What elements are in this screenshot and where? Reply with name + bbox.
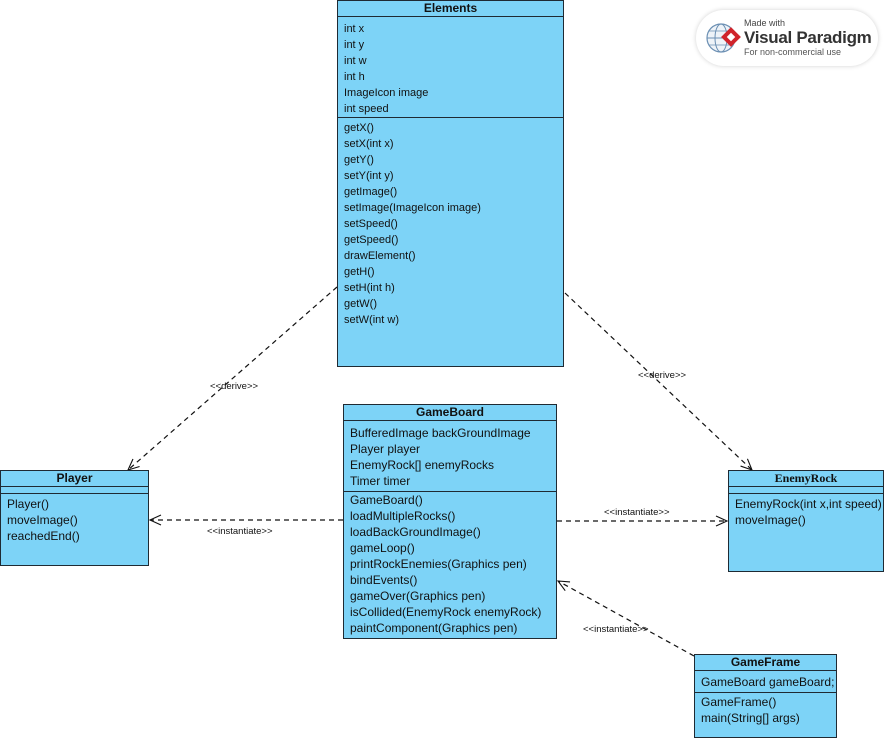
visual-paradigm-watermark: Made with Visual Paradigm For non-commer… bbox=[696, 10, 878, 66]
class-gameboard[interactable]: GameBoard BufferedImage backGroundImage … bbox=[343, 404, 557, 639]
method: GameFrame() bbox=[701, 695, 777, 709]
method: setW(int w) bbox=[344, 314, 399, 326]
attributes-player bbox=[1, 487, 148, 494]
attributes-enemyrock bbox=[729, 487, 883, 494]
label-instantiate-player: <<instantiate>> bbox=[207, 526, 273, 537]
class-title-gameframe: GameFrame bbox=[695, 655, 836, 671]
attributes-gameboard: BufferedImage backGroundImage Player pla… bbox=[344, 421, 556, 492]
method: EnemyRock(int x,int speed) bbox=[735, 497, 882, 511]
watermark-made-with: Made with bbox=[744, 18, 786, 28]
edge-elements-enemyrock bbox=[564, 292, 753, 471]
label-derive-enemyrock: <<derive>> bbox=[638, 370, 687, 381]
method: getW() bbox=[344, 298, 377, 310]
method: getH() bbox=[344, 266, 375, 278]
methods-player: Player() moveImage() reachedEnd() bbox=[1, 494, 148, 544]
class-title-elements: Elements bbox=[338, 1, 563, 17]
attribute: int y bbox=[344, 39, 365, 51]
attribute: GameBoard gameBoard; bbox=[701, 675, 835, 689]
label-derive-player: <<derive>> bbox=[210, 381, 259, 392]
attributes-gameframe: GameBoard gameBoard; bbox=[695, 671, 836, 693]
class-enemyrock[interactable]: EnemyRock EnemyRock(int x,int speed) mov… bbox=[728, 470, 884, 572]
watermark-brand: Visual Paradigm bbox=[744, 28, 872, 47]
class-title-enemyrock: EnemyRock bbox=[729, 471, 883, 487]
method: getX() bbox=[344, 122, 374, 134]
attribute: int x bbox=[344, 23, 365, 35]
attribute: ImageIcon image bbox=[344, 87, 429, 99]
attribute: EnemyRock[] enemyRocks bbox=[350, 458, 495, 472]
method: Player() bbox=[7, 497, 50, 511]
method: setH(int h) bbox=[344, 282, 395, 294]
method: loadMultipleRocks() bbox=[350, 509, 456, 523]
label-instantiate-gameboard: <<instantiate>> bbox=[583, 624, 649, 635]
method: setSpeed() bbox=[344, 218, 398, 230]
visual-paradigm-logo-icon bbox=[706, 23, 741, 53]
attribute: BufferedImage backGroundImage bbox=[350, 426, 531, 440]
method: gameOver(Graphics pen) bbox=[350, 589, 486, 603]
attribute: int w bbox=[344, 55, 367, 67]
attribute: int speed bbox=[344, 103, 389, 115]
method: paintComponent(Graphics pen) bbox=[350, 621, 518, 635]
method: setImage(ImageIcon image) bbox=[344, 202, 481, 214]
method: gameLoop() bbox=[350, 541, 415, 555]
method: setY(int y) bbox=[344, 170, 394, 182]
class-player[interactable]: Player Player() moveImage() reachedEnd() bbox=[0, 470, 149, 566]
methods-gameframe: GameFrame() main(String[] args) bbox=[695, 693, 836, 726]
method: getY() bbox=[344, 154, 374, 166]
method: GameBoard() bbox=[350, 493, 423, 507]
methods-gameboard: GameBoard() loadMultipleRocks() loadBack… bbox=[344, 492, 556, 636]
methods-elements: getX() setX(int x) getY() setY(int y) ge… bbox=[338, 118, 563, 328]
method: loadBackGroundImage() bbox=[350, 525, 481, 539]
method: isCollided(EnemyRock enemyRock) bbox=[350, 605, 542, 619]
edge-gameframe-gameboard bbox=[556, 580, 695, 657]
class-title-player: Player bbox=[1, 471, 148, 487]
method: getImage() bbox=[344, 186, 398, 198]
label-instantiate-enemyrock: <<instantiate>> bbox=[604, 507, 670, 518]
method: main(String[] args) bbox=[701, 711, 800, 725]
method: drawElement() bbox=[344, 250, 416, 262]
method: getSpeed() bbox=[344, 234, 399, 246]
method: bindEvents() bbox=[350, 573, 418, 587]
edge-elements-player bbox=[127, 286, 338, 471]
class-title-gameboard: GameBoard bbox=[344, 405, 556, 421]
class-elements[interactable]: Elements int x int y int w int h ImageIc… bbox=[337, 0, 564, 367]
attribute: Player player bbox=[350, 442, 421, 456]
attribute: int h bbox=[344, 71, 365, 83]
attributes-elements: int x int y int w int h ImageIcon image … bbox=[338, 17, 563, 118]
method: printRockEnemies(Graphics pen) bbox=[350, 557, 527, 571]
method: moveImage() bbox=[7, 513, 78, 527]
watermark-note: For non-commercial use bbox=[744, 47, 842, 57]
class-gameframe[interactable]: GameFrame GameBoard gameBoard; GameFrame… bbox=[694, 654, 837, 738]
method: reachedEnd() bbox=[7, 529, 80, 543]
attribute: Timer timer bbox=[350, 474, 411, 488]
methods-enemyrock: EnemyRock(int x,int speed) moveImage() bbox=[729, 494, 883, 528]
method: moveImage() bbox=[735, 513, 806, 527]
method: setX(int x) bbox=[344, 138, 394, 150]
